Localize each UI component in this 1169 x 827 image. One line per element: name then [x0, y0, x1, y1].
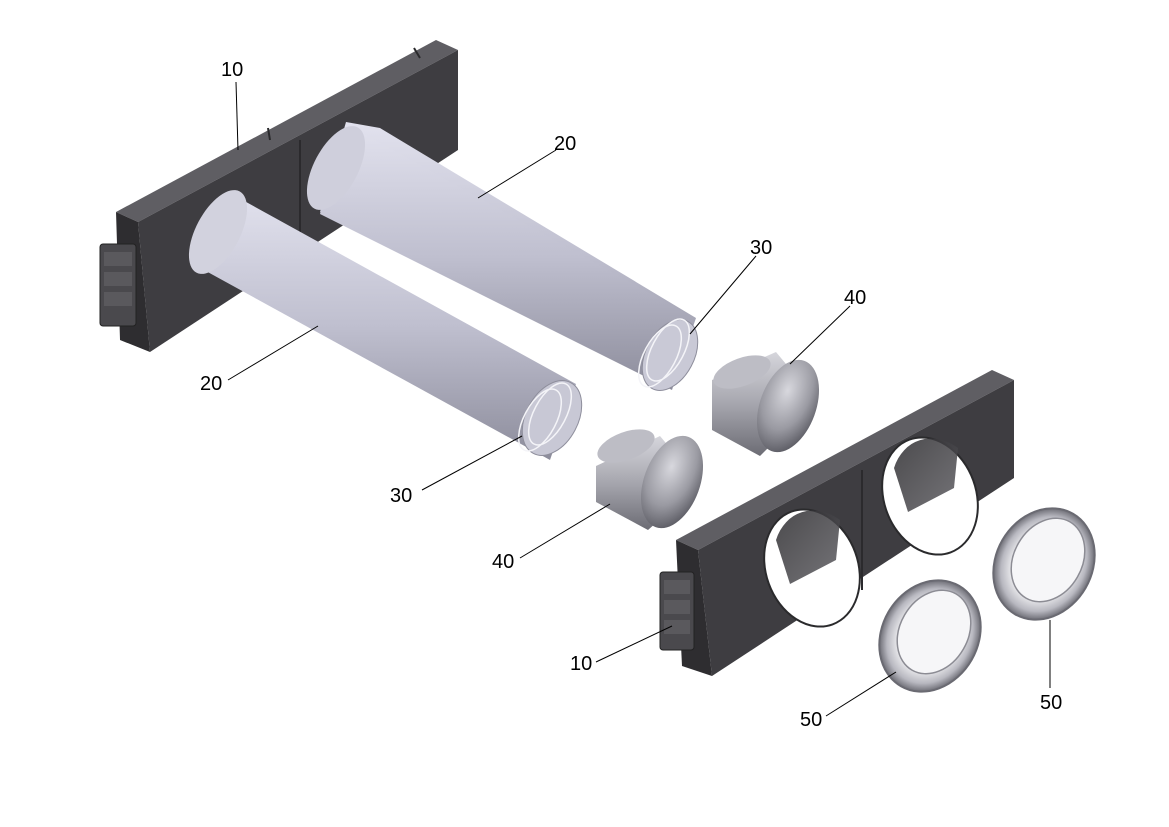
- left-ring: [878, 579, 982, 693]
- right-ring: [992, 507, 1096, 621]
- lower-tube: [188, 190, 583, 460]
- upper-cap: [712, 352, 820, 456]
- upper-spring: [637, 318, 691, 388]
- label-spring-lower: 30: [390, 485, 412, 507]
- label-tube-lower: 20: [200, 373, 222, 395]
- lower-cap: [596, 429, 704, 530]
- label-spring-upper: 30: [750, 237, 772, 259]
- label-cap-lower: 40: [492, 551, 514, 573]
- upper-tube: [306, 122, 699, 391]
- lower-frame-top-face: [676, 370, 1014, 550]
- label-ring-left: 50: [800, 709, 822, 731]
- label-cap-upper: 40: [844, 287, 866, 309]
- label-frame-lower: 10: [570, 653, 592, 675]
- lower-mounting-frame: [659, 370, 1014, 676]
- label-ring-right: 50: [1040, 692, 1062, 714]
- upper-frame-top-face: [116, 40, 458, 222]
- label-tube-upper: 20: [554, 133, 576, 155]
- lower-spring: [517, 382, 573, 452]
- label-frame-upper: 10: [221, 59, 243, 81]
- leader-lines: [227, 81, 1051, 717]
